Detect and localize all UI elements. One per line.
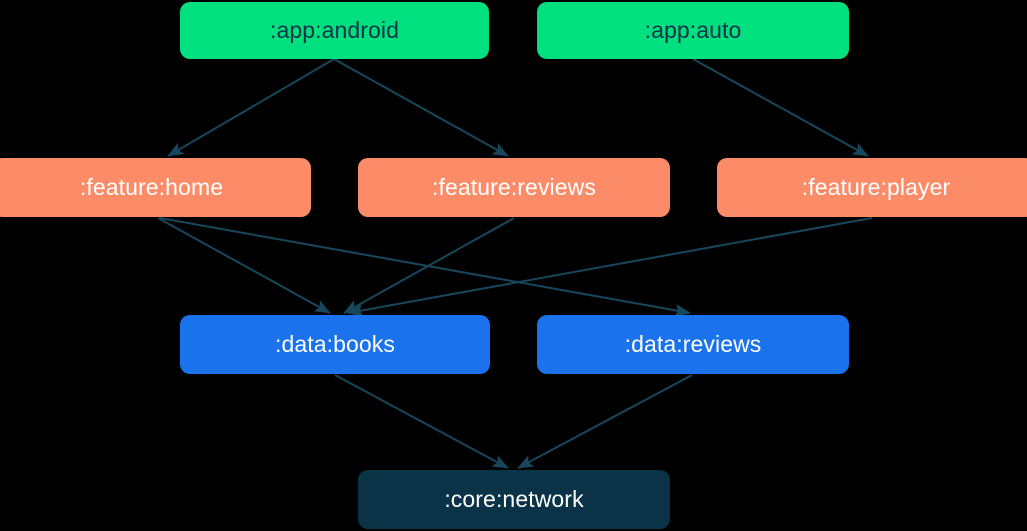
node-data-reviews[interactable]: :data:reviews — [537, 315, 849, 374]
edge-app-android-to-feature-reviews — [333, 58, 509, 157]
edge-app-auto-to-feature-player — [692, 58, 869, 157]
edge-app-android-to-feature-home — [167, 58, 335, 157]
node-label-app-auto: :app:auto — [644, 17, 742, 43]
node-app-android[interactable]: :app:android — [180, 2, 489, 59]
node-app-auto[interactable]: :app:auto — [537, 2, 849, 59]
node-feature-home[interactable]: :feature:home — [0, 158, 311, 217]
edge-data-books-to-core-network — [334, 374, 509, 469]
edge-feature-home-to-data-books — [157, 217, 331, 314]
node-feature-player[interactable]: :feature:player — [717, 158, 1027, 217]
node-label-data-books: :data:books — [274, 331, 396, 357]
node-data-books[interactable]: :data:books — [180, 315, 490, 374]
node-label-core-network: :core:network — [444, 486, 584, 512]
edge-feature-player-to-data-books — [347, 217, 873, 317]
node-label-app-android: :app:android — [269, 17, 400, 43]
edge-feature-home-to-data-reviews — [159, 217, 691, 317]
edge-data-reviews-to-core-network — [517, 374, 693, 469]
edges-group — [157, 58, 873, 469]
node-label-feature-home: :feature:home — [79, 174, 224, 200]
node-core-network[interactable]: :core:network — [358, 470, 670, 529]
node-feature-reviews[interactable]: :feature:reviews — [358, 158, 670, 217]
node-label-feature-reviews: :feature:reviews — [432, 174, 596, 200]
node-label-feature-player: :feature:player — [801, 174, 951, 200]
node-label-data-reviews: :data:reviews — [624, 331, 762, 357]
edge-feature-reviews-to-data-books — [343, 217, 515, 314]
